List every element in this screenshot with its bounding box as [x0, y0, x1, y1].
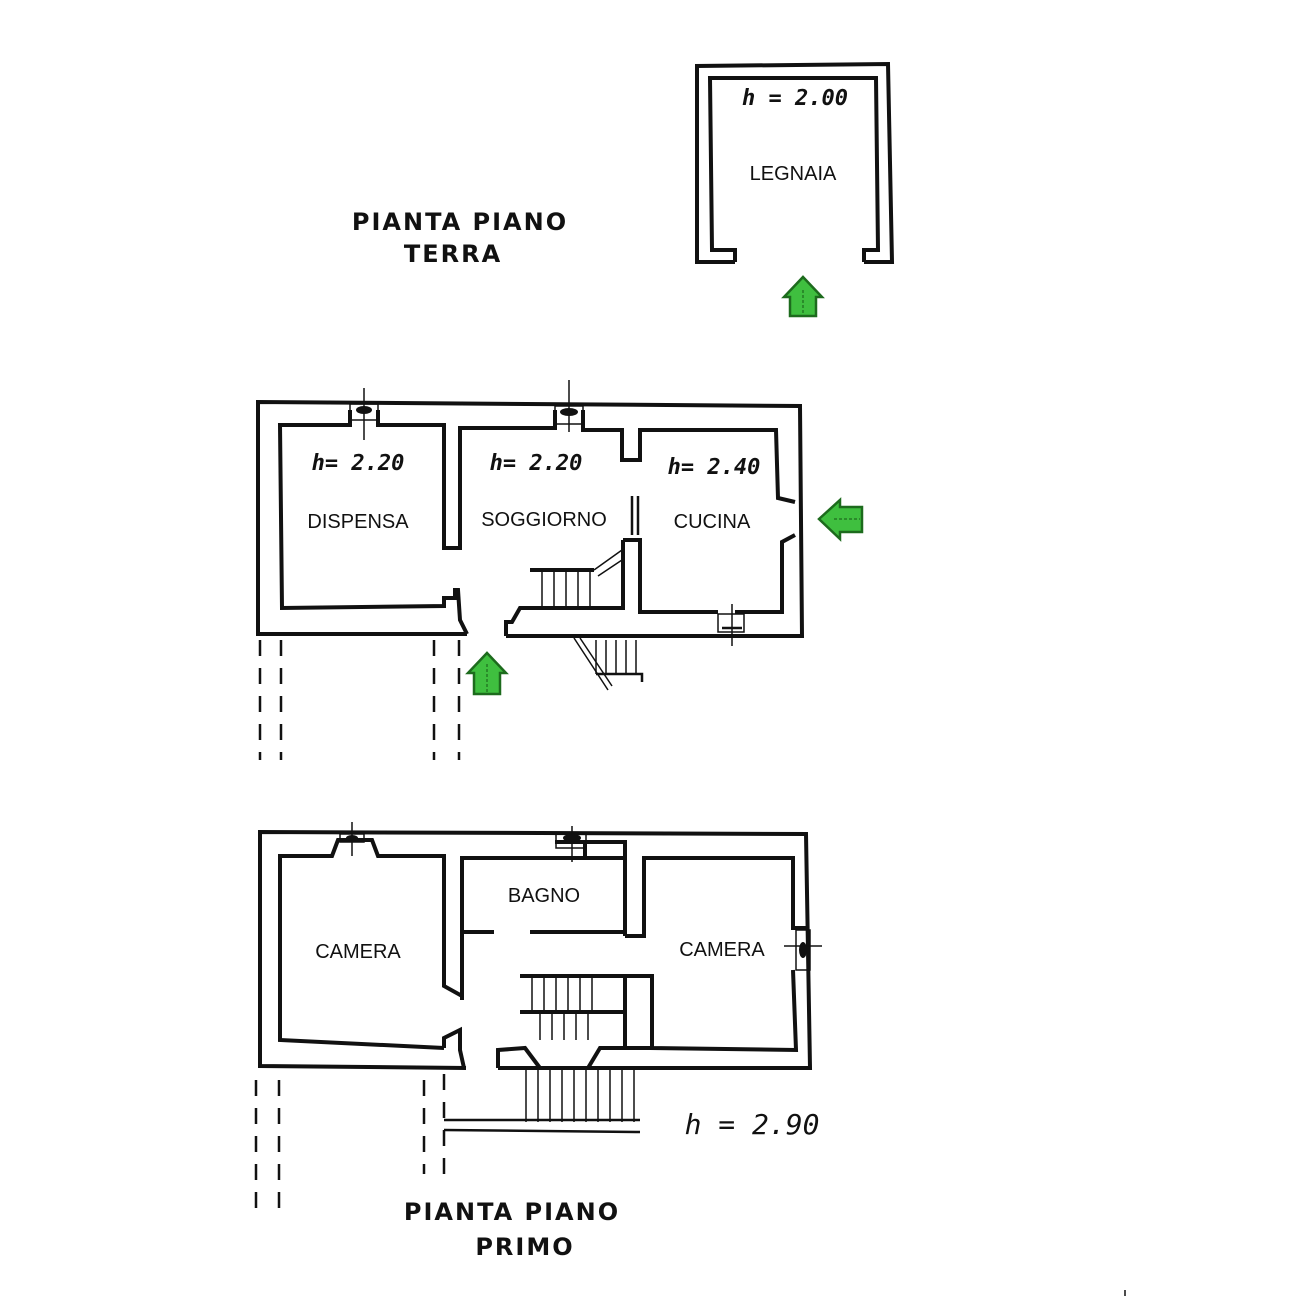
- ground-floor-title-line1: PIANTA PIANO: [352, 208, 568, 236]
- cucina-left-wall: [638, 540, 718, 614]
- cucina-right-wall: [735, 533, 796, 614]
- first-floor-plan: CAMERA BAGNO CAMERA h = 2.90: [254, 822, 822, 1220]
- soggiorno-partition: [630, 496, 640, 535]
- window-bagno: [555, 826, 587, 862]
- ground-floor-title: PIANTA PIANO TERRA: [352, 208, 568, 268]
- first-floor-title-line1: PIANTA PIANO: [404, 1198, 620, 1226]
- entrance-arrow-up-icon: [465, 651, 509, 696]
- entrance-arrow-left-icon: [817, 497, 864, 542]
- bagno-room-label: BAGNO: [508, 885, 580, 907]
- ground-floor-outer-wall: [256, 399, 805, 638]
- soggiorno-room-label: SOGGIORNO: [481, 509, 607, 531]
- legnaia-outbuilding: h = 2.00 LEGNAIA: [695, 61, 895, 264]
- entrance-arrow-up-icon: [781, 275, 825, 318]
- internal-stairs: [496, 974, 650, 1070]
- internal-stairs: [541, 549, 623, 606]
- camera-right-walls: [625, 856, 806, 1053]
- cucina-height-label: h= 2.40: [668, 455, 761, 480]
- ground-floor-title-line2: TERRA: [404, 240, 502, 268]
- first-floor-height-label: h = 2.90: [685, 1108, 820, 1141]
- external-stairs: [573, 637, 644, 691]
- stair-well-walls: [504, 538, 642, 636]
- window-soggiorno: [554, 380, 584, 432]
- dispensa-door-jamb: [442, 588, 469, 635]
- camera-right-room-label: CAMERA: [679, 939, 765, 961]
- first-floor-title-line2: PRIMO: [475, 1233, 574, 1261]
- camera-left-room-label: CAMERA: [315, 941, 401, 963]
- legnaia-inner-wall: [707, 76, 881, 252]
- window-dispensa: [349, 388, 379, 440]
- first-floor-inner-walls: [278, 838, 627, 1050]
- first-floor-title: PIANTA PIANO PRIMO: [404, 1198, 620, 1261]
- cucina-room-label: CUCINA: [674, 511, 751, 533]
- dispensa-room-label: DISPENSA: [307, 511, 409, 533]
- window-camera-right: [784, 929, 822, 971]
- first-floor-outer-wall: [258, 829, 813, 1070]
- camera-left-door-jamb: [442, 1026, 466, 1069]
- dispensa-height-label: h= 2.20: [312, 451, 405, 476]
- soggiorno-height-label: h= 2.20: [490, 451, 583, 476]
- external-stairs: [443, 1070, 641, 1134]
- legnaia-height-label: h = 2.00: [742, 86, 848, 111]
- window-cucina: [717, 604, 745, 646]
- legnaia-outer-wall: [695, 61, 895, 264]
- window-camera-left: [339, 822, 365, 856]
- legnaia-room-label: LEGNAIA: [750, 163, 837, 185]
- ground-floor-plan: h= 2.20 DISPENSA h= 2.20 SOGGIORNO h= 2.…: [256, 380, 805, 760]
